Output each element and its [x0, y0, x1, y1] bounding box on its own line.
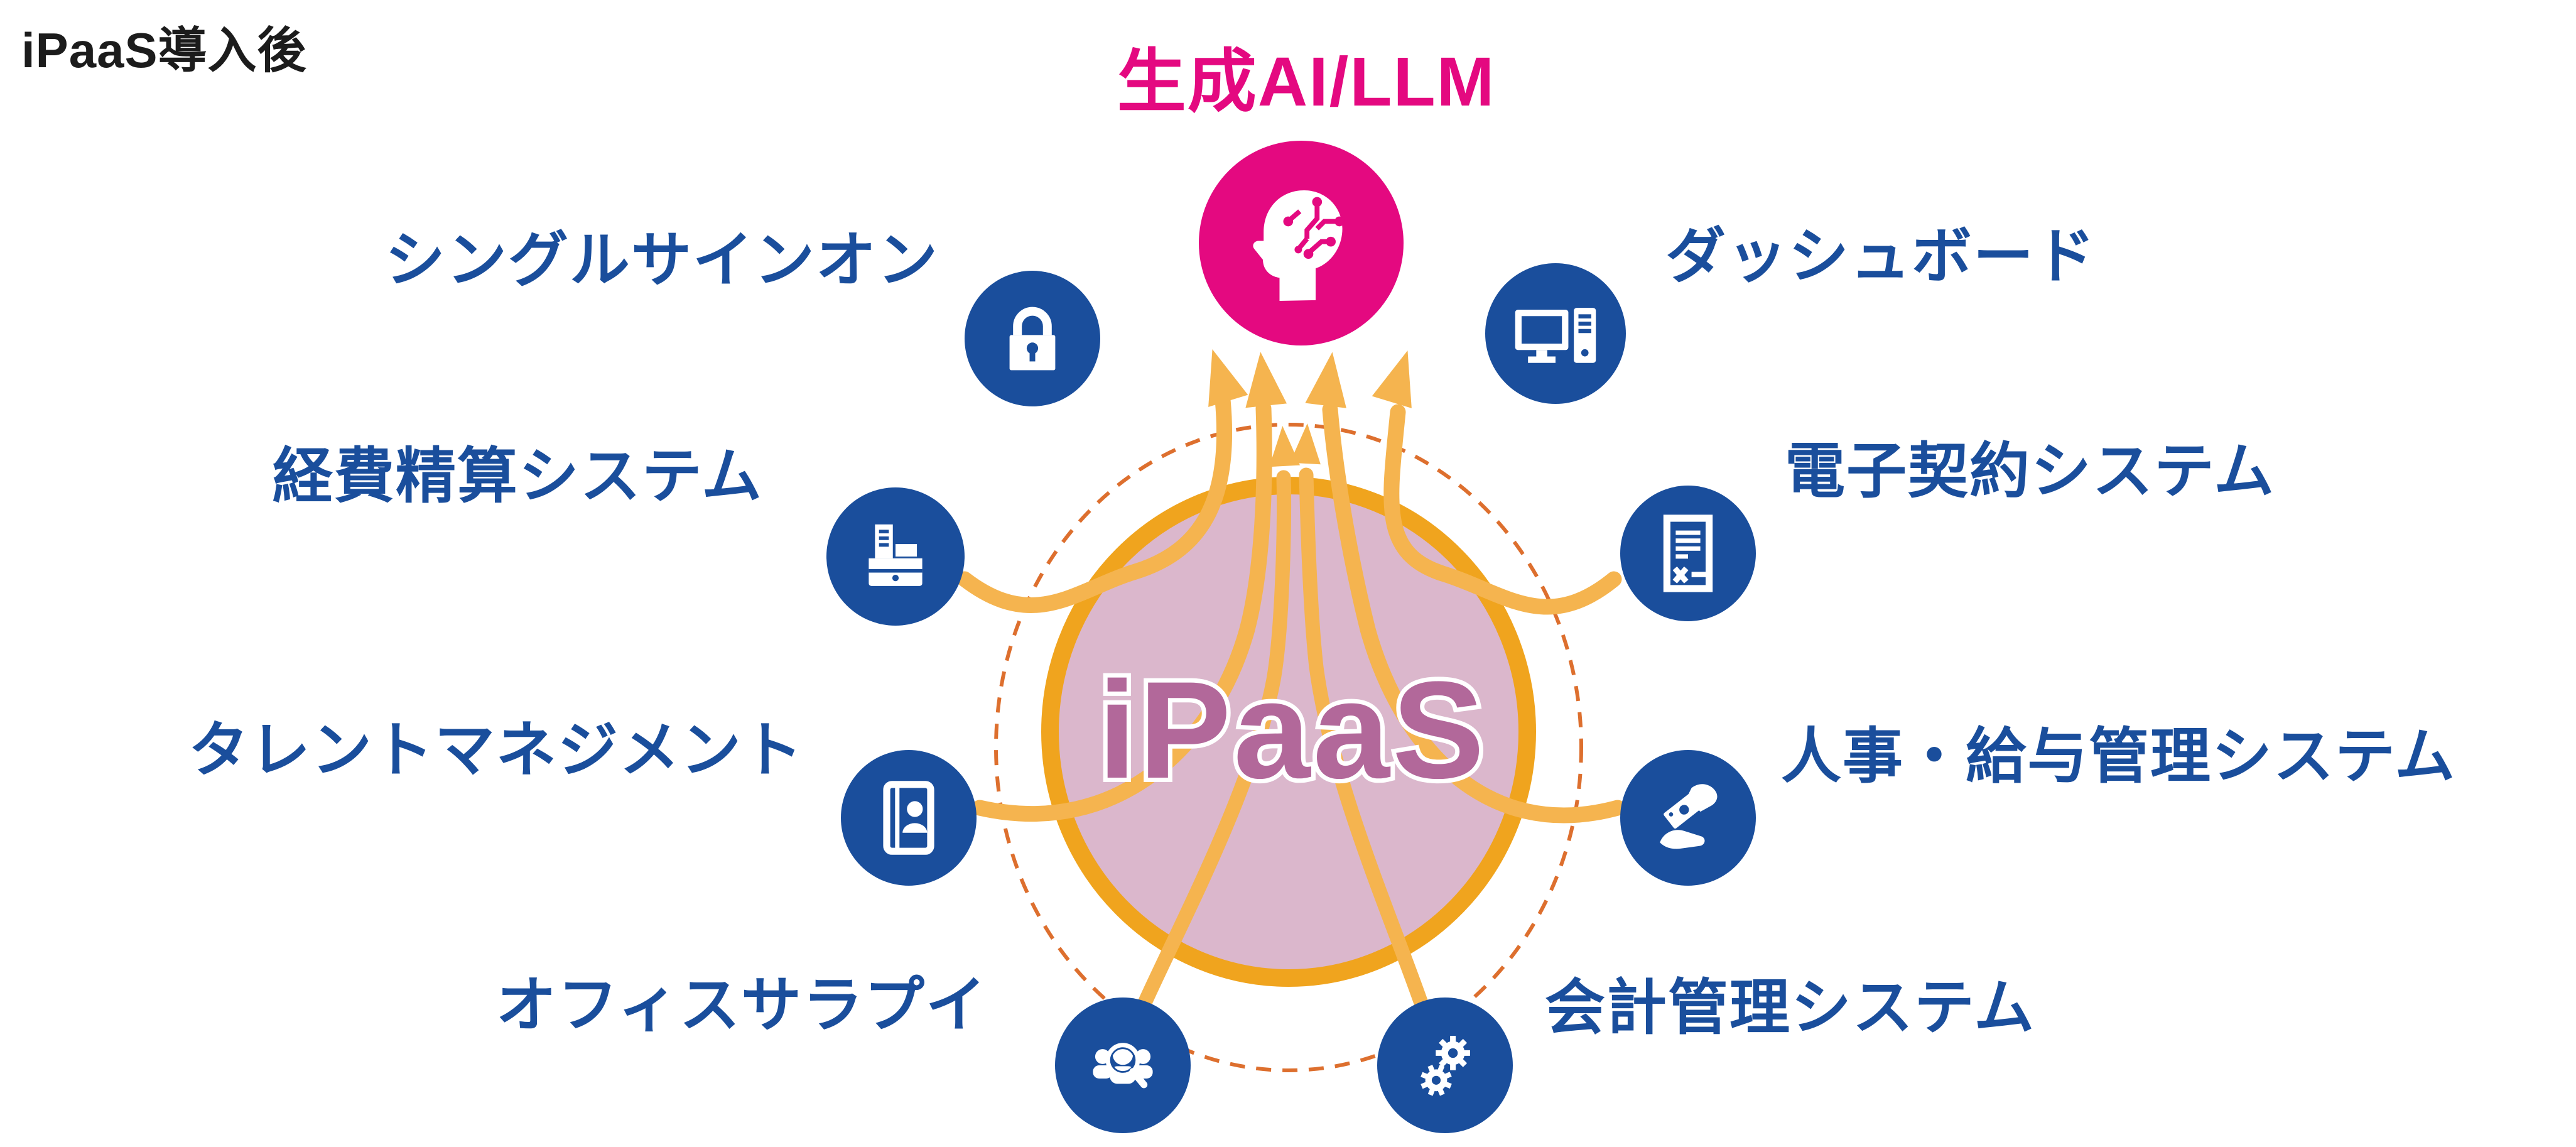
node-circle-sso: [965, 271, 1100, 406]
node-circle-dashboard: [1485, 263, 1626, 404]
node-circle-office: [1055, 998, 1191, 1133]
contract-document-icon: [1644, 509, 1732, 597]
arrowhead-small: [1269, 426, 1301, 467]
arrowhead: [1372, 351, 1412, 408]
arrow-from-contract: [1383, 404, 1622, 615]
arrowhead: [1245, 352, 1287, 408]
ai-node-circle: [1199, 141, 1404, 345]
arrow-from-people-search: [1138, 470, 1291, 1009]
ai-llm-title: 生成AI/LLM: [1117, 43, 1496, 121]
node-circle-accounting: [1377, 998, 1513, 1133]
label-econtract: 電子契約システム: [1785, 438, 2276, 505]
node-circle-hr-payroll: [1620, 750, 1756, 886]
dashed-orbit-circle: [994, 423, 1583, 1072]
arrowhead-small: [1289, 423, 1321, 465]
lock-icon: [988, 295, 1076, 383]
gears-icon: [1401, 1021, 1489, 1109]
arrowhead: [1305, 352, 1346, 408]
people-search-icon: [1079, 1021, 1167, 1109]
arrow-from-hand-money: [1322, 401, 1626, 824]
arrowhead-group: [1208, 349, 1412, 467]
label-expense: 経費精算システム: [272, 443, 763, 510]
label-sso: シングルサインオン: [385, 227, 939, 294]
node-circle-talent: [841, 750, 977, 886]
hub-label: iPaaS: [1098, 653, 1486, 807]
arrowhead: [1208, 349, 1248, 407]
arrow-group: [956, 391, 1626, 1009]
arrow-from-cash-register: [956, 391, 1233, 613]
address-book-icon: [865, 774, 953, 862]
label-talent: タレントマネジメント: [188, 717, 804, 784]
label-hr-payroll: 人事・給与管理システム: [1781, 723, 2457, 790]
arrow-from-address-book: [971, 400, 1272, 822]
arrow-from-gears: [1299, 467, 1428, 1009]
desktop-computer-icon: [1510, 288, 1601, 379]
label-accounting: 会計管理システム: [1545, 974, 2036, 1041]
label-dashboard: ダッシュボード: [1665, 223, 2096, 290]
node-circle-econtract: [1620, 486, 1756, 621]
page-title: iPaaS導入後: [21, 23, 307, 78]
ai-brain-head-icon: [1229, 171, 1373, 315]
hand-money-icon: [1644, 774, 1732, 862]
node-circle-expense: [826, 487, 965, 626]
label-office: オフィスサラプイ: [495, 972, 987, 1039]
cash-register-icon: [851, 512, 940, 601]
